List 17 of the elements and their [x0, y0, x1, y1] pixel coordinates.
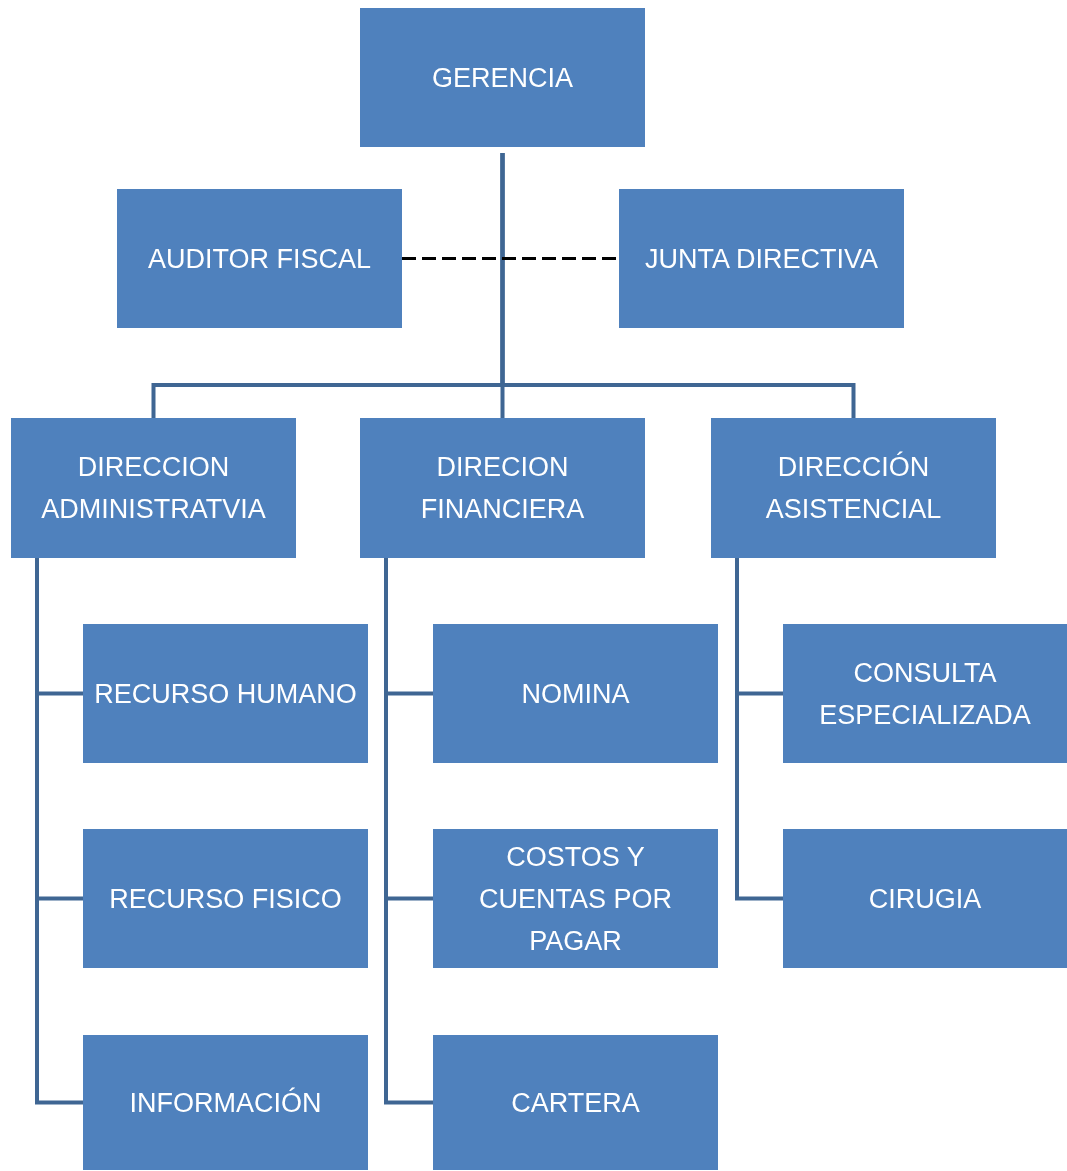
- org-box: INFORMACIÓN: [83, 1035, 368, 1170]
- org-box: DIRECCION ADMINISTRATVIA: [11, 418, 296, 558]
- connector-line: [500, 153, 856, 418]
- org-box: NOMINA: [433, 624, 718, 763]
- org-box: CONSULTA ESPECIALIZADA: [783, 624, 1067, 763]
- dashed-connector: [402, 257, 619, 260]
- org-box: DIRECION FINANCIERA: [360, 418, 645, 558]
- org-box: JUNTA DIRECTIVA: [619, 189, 904, 328]
- org-box: CIRUGIA: [783, 829, 1067, 968]
- org-box: COSTOS Y CUENTAS POR PAGAR: [433, 829, 718, 968]
- org-box: RECURSO FISICO: [83, 829, 368, 968]
- org-box: GERENCIA: [360, 8, 645, 147]
- org-box: RECURSO HUMANO: [83, 624, 368, 763]
- org-box: DIRECCIÓN ASISTENCIAL: [711, 418, 996, 558]
- connector-line: [735, 558, 783, 901]
- org-box: CARTERA: [433, 1035, 718, 1170]
- org-box: AUDITOR FISCAL: [117, 189, 402, 328]
